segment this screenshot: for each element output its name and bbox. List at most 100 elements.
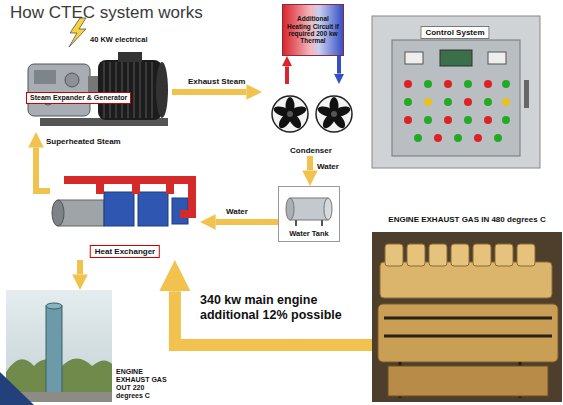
control-system-node: Control System: [362, 12, 548, 172]
control-cabinet-illustration-part: [404, 80, 412, 88]
expander-generator-illustration-part: [156, 62, 168, 118]
control-cabinet-illustration-part: [524, 80, 529, 108]
lightning-symbol: [69, 18, 86, 47]
control-cabinet-illustration-part: [494, 134, 502, 142]
condenser-fan-illustration-part: [316, 96, 352, 132]
flow-arrow: [307, 156, 313, 170]
annotation-label: 40 KW electrical: [90, 36, 148, 45]
condenser-fan-illustration-part: [272, 96, 308, 132]
flow-label: Exhaust Steam: [188, 77, 245, 86]
exhaust-stack-photo-part: [46, 306, 62, 394]
control-cabinet-illustration-part: [424, 98, 432, 106]
exhaust-stack-photo-part: [6, 290, 112, 402]
condenser-fan-illustration-part: [316, 96, 352, 132]
control-cabinet-illustration-part: [392, 40, 520, 156]
corner-wedge: [0, 372, 34, 405]
water-tank-illustration-part: [286, 198, 294, 220]
engine-photo-part: [517, 244, 535, 266]
condenser-fan-illustration-part: [288, 104, 308, 118]
heat-exchanger-illustration: [52, 180, 192, 226]
lightning-symbol-part: [69, 18, 86, 47]
engine-photo-part: [380, 262, 552, 298]
condenser-fan-illustration-part: [272, 104, 292, 118]
engine-photo-part: [429, 244, 447, 266]
control-cabinet-illustration-part: [484, 80, 492, 88]
expander-generator-illustration-part: [118, 52, 142, 62]
flow-arrow: [337, 56, 341, 74]
node-label: Control System: [420, 26, 489, 39]
control-cabinet-illustration-part: [424, 80, 432, 88]
heat-exchanger-illustration-part: [104, 192, 134, 226]
water-tank-illustration: [286, 198, 332, 226]
control-cabinet-illustration-part: [444, 116, 452, 124]
engine-photo-part: [385, 244, 403, 266]
diagram-title: How CTEC system works: [10, 3, 203, 23]
heat-exchanger-node: Heat Exchanger: [50, 168, 200, 260]
engine-photo-part: [407, 244, 425, 266]
control-cabinet-illustration-part: [474, 134, 482, 142]
expander-generator-illustration-part: [65, 73, 79, 87]
heat-exchanger-illustration-part: [138, 192, 168, 226]
control-cabinet-illustration-part: [434, 134, 442, 142]
node-label: Condenser: [262, 146, 360, 155]
condenser-fan-illustration-part: [332, 104, 352, 118]
control-cabinet-illustration-part: [488, 52, 506, 64]
control-cabinet-illustration-part: [484, 98, 492, 106]
expander-generator-illustration: [28, 52, 168, 126]
flow-arrow: [172, 89, 246, 95]
water-tank-illustration-part: [290, 198, 328, 220]
exhaust-stack-photo: [6, 290, 112, 402]
control-cabinet-illustration-part: [372, 16, 540, 168]
control-cabinet-illustration: [372, 16, 540, 168]
water-tank-illustration-part: [296, 220, 322, 226]
control-cabinet-illustration-part: [502, 116, 510, 124]
engine-photo-part: [495, 244, 513, 266]
engine-photo-part: [388, 366, 548, 396]
flow-arrow: [175, 291, 372, 345]
engine-photo-part: [384, 318, 552, 398]
condenser-fan-illustration-part: [272, 96, 308, 132]
exhaust-stack-photo-part: [46, 303, 62, 309]
engine-photo-part: [372, 232, 562, 402]
condenser-fan-illustration: [272, 96, 352, 132]
heat-exchanger-illustration-part: [64, 180, 192, 214]
flow-label: Water: [226, 207, 248, 216]
control-cabinet-illustration-part: [454, 134, 462, 142]
control-cabinet-illustration-part: [404, 98, 412, 106]
expander-generator-illustration-part: [98, 60, 162, 120]
condenser-fan-illustration-part: [316, 104, 336, 118]
engine-node: ENGINE EXHAUST GAS IN 480 degrees C: [372, 212, 562, 402]
heat-exchanger-illustration-part: [52, 200, 64, 226]
expander-generator-node: Steam Expander & Generator: [22, 52, 172, 132]
control-cabinet-illustration-part: [440, 50, 472, 66]
control-cabinet-illustration-part: [424, 116, 432, 124]
node-label: Additional Heating Circuit if required 2…: [283, 5, 343, 55]
engine-photo-part: [451, 244, 469, 266]
node-label: Water Tank: [279, 230, 339, 239]
control-cabinet-illustration-part: [464, 80, 472, 88]
control-cabinet-illustration-part: [414, 134, 422, 142]
flow-arrow: [285, 66, 289, 84]
control-cabinet-illustration-part: [484, 116, 492, 124]
engine-photo-part: [378, 304, 558, 362]
control-cabinet-illustration-part: [444, 98, 452, 106]
expander-generator-illustration-part: [28, 64, 90, 116]
corner-wedge-part: [0, 372, 34, 405]
flow-label: Superheated Steam: [46, 137, 121, 146]
flow-label: Water: [317, 162, 339, 171]
heating-circuit-box: Additional Heating Circuit if required 2…: [282, 4, 344, 56]
exhaust-stack-node: ENGINE EXHAUST GAS OUT 220 degrees C: [6, 290, 171, 402]
control-cabinet-illustration-part: [444, 80, 452, 88]
condenser-node: Condenser: [262, 84, 360, 156]
control-cabinet-illustration-part: [502, 98, 510, 106]
node-label: Steam Expander & Generator: [26, 92, 131, 104]
node-label: ENGINE EXHAUST GAS OUT 220 degrees C: [116, 368, 171, 400]
flow-arrow: [36, 148, 50, 191]
control-cabinet-illustration-part: [502, 80, 510, 88]
expander-generator-illustration-part: [104, 62, 152, 118]
control-cabinet-illustration-part: [464, 98, 472, 106]
condenser-fan-illustration-part: [331, 111, 337, 117]
flow-arrow: [216, 219, 278, 225]
